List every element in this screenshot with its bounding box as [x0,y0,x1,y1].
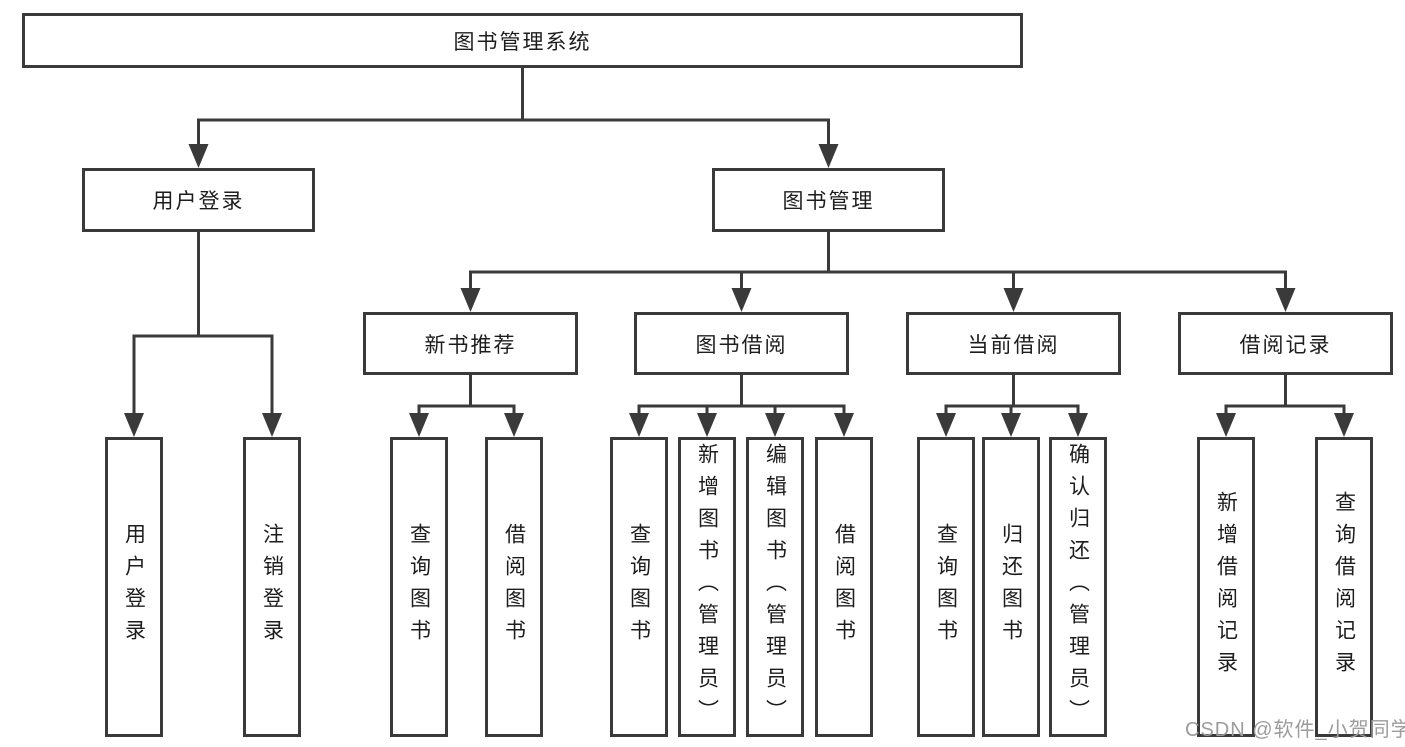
leaf-return-books: 归还图书 [982,437,1040,737]
watermark: CSDN @软件_小贺同学 [1185,719,1405,741]
leaf-label: 归还图书 [999,523,1023,651]
leaf-borrow-books-borrowing: 借阅图书 [815,437,873,737]
leaf-add-books-admin: 新增图书（管理员） [678,437,736,737]
node-borrowing-records: 借阅记录 [1178,312,1393,375]
leaf-label: 新增借阅记录 [1214,491,1238,683]
arrowheads [124,144,1354,437]
node-root: 图书管理系统 [22,13,1023,68]
node-label: 图书借阅 [695,333,788,357]
leaf-borrow-books-recommend: 借阅图书 [485,437,543,737]
leaf-label: 借阅图书 [832,523,856,651]
leaf-label: 编辑图书（管理员） [763,443,787,731]
leaf-label: 注销登录 [260,523,284,651]
leaf-label: 查询图书 [407,523,431,651]
leaf-label: 查询图书 [627,523,651,651]
leaf-query-books-borrowing: 查询图书 [610,437,668,737]
node-book-borrowing: 图书借阅 [634,312,849,375]
leaf-user-login: 用户登录 [105,437,163,737]
leaf-label: 借阅图书 [502,523,526,651]
leaf-label: 用户登录 [122,523,146,651]
leaf-label: 查询借阅记录 [1332,491,1356,683]
node-book-management: 图书管理 [712,168,945,232]
node-user-login: 用户登录 [82,168,315,232]
node-new-book-recommend: 新书推荐 [363,312,578,375]
leaf-label: 查询图书 [934,523,958,651]
leaf-logout: 注销登录 [243,437,301,737]
leaf-confirm-return-admin: 确认归还（管理员） [1049,437,1107,737]
node-label: 图书管理系统 [453,30,592,54]
node-label: 借阅记录 [1239,333,1332,357]
leaf-label: 确认归还（管理员） [1066,443,1090,731]
node-label: 当前借阅 [967,333,1060,357]
node-label: 用户登录 [152,190,245,213]
node-current-borrowing: 当前借阅 [906,312,1121,375]
leaf-query-borrow-record: 查询借阅记录 [1315,437,1373,737]
leaf-edit-books-admin: 编辑图书（管理员） [746,437,804,737]
node-label: 图书管理 [782,190,875,213]
leaf-query-books-recommend: 查询图书 [390,437,448,737]
leaf-query-books-current: 查询图书 [917,437,975,737]
leaf-label: 新增图书（管理员） [695,443,719,731]
leaf-add-borrow-record: 新增借阅记录 [1197,437,1255,737]
node-label: 新书推荐 [424,333,517,357]
